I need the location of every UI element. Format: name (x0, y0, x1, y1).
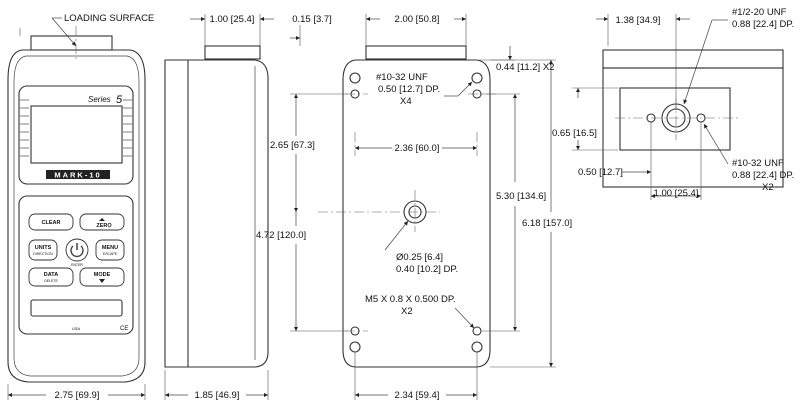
menu-button[interactable] (95, 239, 125, 261)
display-bezel (18, 85, 134, 185)
side-top-dim: 1.00 [25.4] (210, 14, 255, 25)
back-edge-dim: 0.44 [11.2] X2 (496, 62, 554, 73)
front-width-dim: 2.75 [69.9] (55, 390, 100, 401)
top-thread-1: #1/2-20 UNF (732, 7, 787, 18)
back-hole-callout-1: #10-32 UNF (376, 72, 428, 83)
top-width-dim: 1.38 [34.9] (616, 15, 661, 26)
back-m5-callout-1: M5 X 0.8 X 0.500 DP. (365, 294, 456, 305)
units-button[interactable] (28, 239, 58, 261)
load-stub (30, 35, 113, 51)
bezel-ridges (20, 99, 132, 157)
data-button-sublabel: DELETE (44, 279, 58, 283)
top-center-thread (666, 108, 686, 128)
data-button-label: DATA (44, 272, 58, 278)
top-thread-2: 0.88 [22.4] DP. (732, 19, 794, 30)
zero-button-label: ZERO (96, 223, 112, 229)
keypad-panel (18, 195, 134, 335)
back-inner-width-dim: 2.36 [60.0] (395, 143, 440, 154)
back-top-dim: 2.00 [50.8] (395, 14, 440, 25)
units-button-sublabel: DIRECTION (33, 252, 53, 256)
hole-top-right (471, 72, 483, 84)
hole-bottom-left (349, 341, 361, 353)
hole-lower-right (472, 326, 482, 336)
side-depth-dim: 1.85 [46.9] (195, 390, 240, 401)
menu-button-sublabel: ESCAPE (103, 252, 118, 256)
loading-surface-label: LOADING SURFACE (64, 13, 154, 24)
back-hole-callout-2: 0.50 [12.7] DP. (378, 84, 440, 95)
brand-label: MARK-10 (54, 171, 101, 180)
side-view: 1.00 [25.4] 1.85 [46.9] (164, 14, 274, 401)
brand-plate (46, 170, 110, 179)
top-view: 1.38 [34.9] #1/2-20 UNF 0.88 [22.4] DP. … (552, 7, 794, 200)
hole-bottom-right (471, 341, 483, 353)
back-hole-callout-3: X4 (400, 96, 412, 107)
down-arrow-icon (99, 279, 105, 283)
side-body (164, 59, 269, 368)
top-recess (619, 87, 731, 151)
mode-button-label: MODE (94, 272, 111, 278)
back-overall-dim: 6.18 [157.0] (522, 218, 572, 229)
m5-leader (454, 307, 475, 329)
front-view: LOADING SURFACE Series 5 MARK-10 CL (7, 13, 154, 401)
meter-body (7, 49, 146, 383)
back-load-stub (365, 45, 467, 60)
meter-body-inner (13, 55, 140, 377)
back-left-height-dim: 4.72 [120.0] (256, 230, 306, 241)
up-arrow-icon (99, 218, 105, 221)
back-inner-height-dim: 2.65 [67.3] (270, 140, 315, 151)
back-offset-dim: 0.15 [3.7] (292, 14, 332, 25)
hole-top-left (349, 72, 361, 84)
mode-button[interactable] (79, 267, 125, 287)
top-hole-callout-3: X2 (762, 182, 774, 193)
top-offset-dim: 0.50 [12.7] (578, 167, 623, 178)
back-center-hole-1: Ø0.25 [6.4] (396, 252, 443, 263)
back-bottom-width-dim: 2.34 [59.4] (395, 390, 440, 401)
power-icon (70, 245, 84, 258)
loading-surface-leader-arrow (51, 17, 77, 47)
back-hole-leader-arrow (457, 81, 473, 97)
top-hole-callout-1: #10-32 UNF (732, 158, 784, 169)
label-slot (30, 299, 123, 317)
usa-mark: USA (72, 326, 81, 331)
back-pitch-dim: 5.30 [134.6] (496, 191, 546, 202)
back-view: 0.15 [3.7] 2.00 [50.8] #10-32 UNF 0.50 [… (256, 14, 572, 401)
series-label: Series (88, 95, 111, 104)
units-button-label: UNITS (35, 245, 52, 251)
menu-button-label: MENU (102, 245, 118, 251)
clear-button[interactable] (28, 213, 74, 231)
side-load-stub (204, 45, 261, 60)
zero-button[interactable] (79, 213, 125, 231)
back-plate (342, 59, 491, 368)
thread-leader (683, 19, 713, 105)
clear-button-label: CLEAR (42, 220, 61, 226)
data-button[interactable] (28, 267, 74, 287)
center-hole-leader (384, 220, 409, 251)
back-m5-callout-2: X2 (401, 306, 413, 317)
top-base (602, 67, 784, 188)
lcd-screen (30, 105, 123, 164)
enter-label: ENTER (71, 263, 83, 267)
back-center-hole-2: 0.40 [10.2] DP. (396, 264, 458, 275)
top-hole-leader (703, 123, 729, 165)
top-height-dim: 0.65 [16.5] (552, 128, 597, 139)
ce-mark: CE (120, 326, 128, 332)
top-body (602, 49, 784, 69)
top-hole-callout-2: 0.88 [22.4] DP. (732, 170, 794, 181)
top-spacing-dim: 1.00 [25.4] (654, 188, 699, 199)
series-number: 5 (116, 94, 123, 106)
